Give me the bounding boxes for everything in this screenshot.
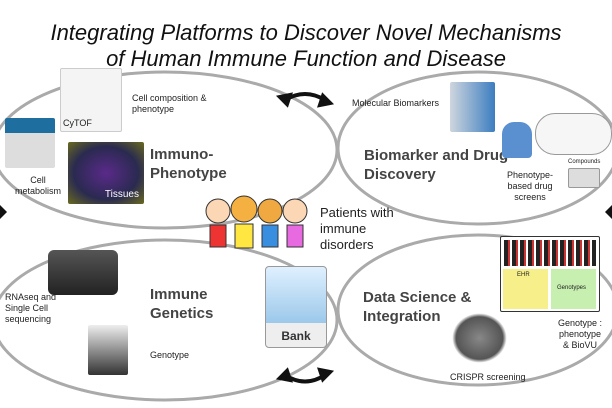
cytof-plot-image: CyTOF (60, 68, 122, 132)
datascience-heading-1: Data Science & (363, 289, 472, 306)
genotype-label: Genotype (150, 350, 190, 360)
genetics-heading: Immune Genetics (150, 285, 213, 323)
bank-label: Bank (281, 329, 311, 343)
immunophenotype-heading: Immuno- Phenotype (150, 145, 227, 183)
mass-spec-image (450, 82, 495, 132)
tissue-image: Tissues (68, 142, 144, 204)
crispr-label: CRISPR screening (450, 372, 526, 382)
ehr-label: EHR (517, 272, 530, 278)
title-line-2: of Human Immune Function and Disease (106, 46, 506, 71)
genetics-heading-2: Genetics (150, 305, 214, 322)
cell-metabolism-label: Cell metabolism (14, 175, 61, 196)
immunophenotype-heading-1: Immuno- (150, 146, 214, 163)
well-plate-image (568, 168, 600, 188)
immunophenotype-heading-2: Phenotype (150, 165, 227, 182)
cycle-arrow-right-icon (605, 205, 612, 219)
biomarker-heading: Biomarker and Drug Discovery (364, 146, 508, 184)
genotypes-box: Genotypes (551, 269, 596, 309)
genotyping-instrument-image (88, 325, 128, 375)
compounds-label: Compounds (568, 159, 601, 165)
title-line-1: Integrating Platforms to Discover Novel … (50, 20, 562, 45)
cycle-arrow-left-icon (0, 205, 7, 219)
genetics-heading-1: Immune (150, 286, 208, 303)
datascience-ellipse (336, 233, 612, 387)
cell-screen-image (535, 113, 612, 155)
biovu-label: Genotype : phenotype & BioVU (557, 318, 603, 350)
biovu-panel-image: EHR Genotypes (500, 236, 600, 312)
population-image (504, 240, 596, 266)
biomarker-heading-1: Biomarker and Drug (364, 147, 509, 164)
mouse-image (452, 313, 507, 363)
sequencer-image (48, 250, 118, 295)
molecular-biomarkers-label: Molecular Biomarkers (352, 98, 440, 108)
datascience-heading-2: Integration (363, 308, 441, 325)
ehr-box: EHR (503, 269, 548, 309)
cell-composition-label: Cell composition & phenotype (132, 93, 207, 114)
children-drawing-image (202, 195, 310, 253)
drug-screens-label: Phenotype-based drug screens (506, 170, 554, 202)
genetics-ellipse (0, 238, 339, 402)
bank-image: Bank (265, 266, 327, 348)
rnaseq-label: RNAseq and Single Cell sequencing (5, 292, 57, 324)
genotypes-label: Genotypes (557, 285, 587, 291)
cycle-arrow-bottom-icon (275, 367, 335, 384)
biomarker-ellipse (336, 70, 612, 226)
biomarker-heading-2: Discovery (364, 166, 436, 183)
patients-label: Patients with immune disorders (320, 205, 394, 252)
datascience-heading: Data Science & Integration (363, 288, 471, 326)
metabolism-instrument-image (5, 118, 55, 168)
cycle-arrow-top-icon (275, 92, 335, 108)
tissues-label: Tissues (104, 189, 139, 200)
patients-figure-image (502, 122, 532, 158)
cytof-label: CyTOF (63, 118, 92, 128)
